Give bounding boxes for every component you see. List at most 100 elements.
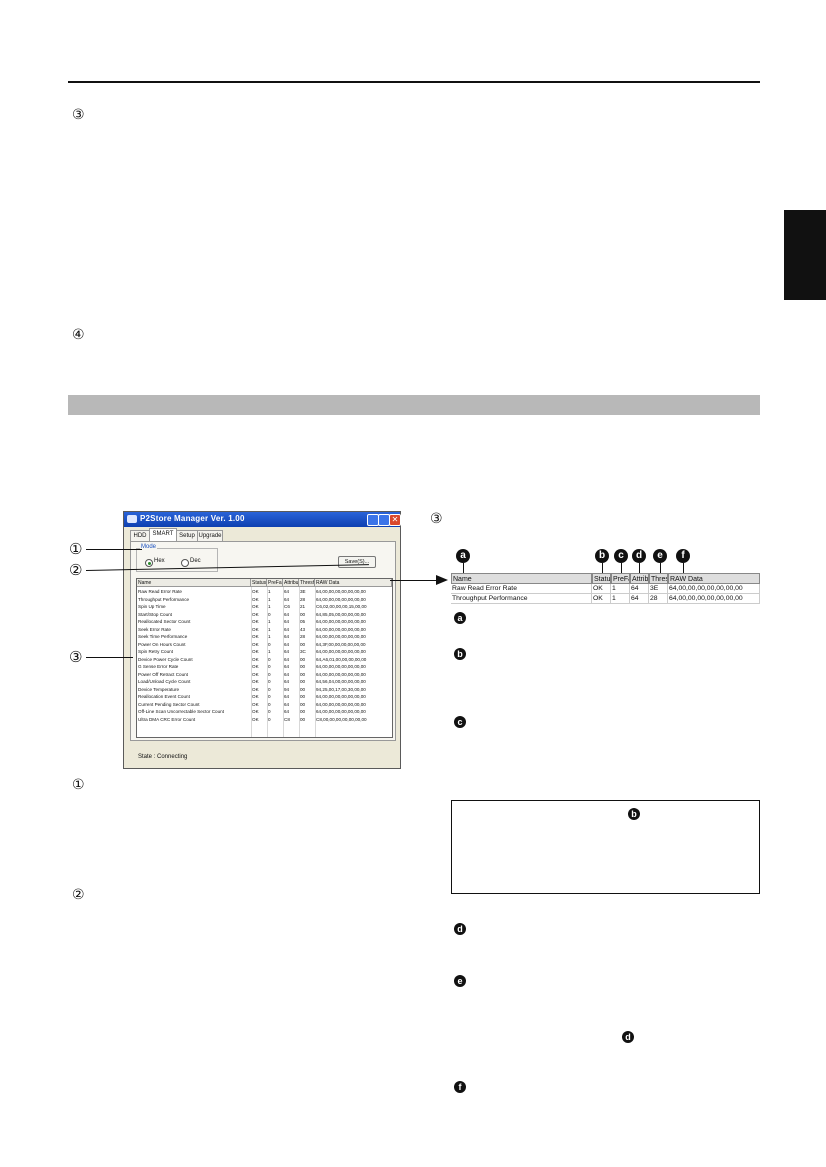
table-cell: 1 <box>268 604 271 609</box>
table-cell: OK <box>252 604 259 609</box>
table-cell: 05 <box>300 619 306 624</box>
table-cell: Off-Line Scan Uncorrectable Sector Count <box>138 709 224 714</box>
tab-upgrade[interactable]: Upgrade <box>197 530 223 541</box>
zoom-table-cell: 64 <box>630 584 649 593</box>
zoom-arrow-line <box>390 580 440 581</box>
tab-smart[interactable]: SMART <box>149 528 177 541</box>
label-e-icon: e <box>653 549 667 563</box>
p2store-manager-window: P2Store Manager Ver. 1.00 ✕ HDD SMART Se… <box>123 511 401 769</box>
table-cell: 64,00,00,00,00,00,00,00 <box>316 701 366 707</box>
table-cell: OK <box>252 649 259 654</box>
col-header-status[interactable]: Status <box>251 579 267 587</box>
table-cell: 64 <box>284 656 290 662</box>
save-button[interactable]: Save(S)... <box>338 556 376 568</box>
desc-bullet-a-icon: a <box>454 612 466 624</box>
table-cell: 64,56,04,00,00,00,00,00 <box>316 679 366 684</box>
section-marker-4: ④ <box>72 326 85 342</box>
table-cell: OK <box>252 679 259 684</box>
table-cell: 64,00,00,00,00,00,00,00 <box>316 626 366 632</box>
zoom-col-name: Name <box>451 573 592 584</box>
zoom-table-cell: OK <box>592 594 611 603</box>
table-cell: OK <box>252 709 259 714</box>
callout-3-line <box>86 657 133 658</box>
desc-bullet-f-icon: f <box>454 1081 466 1093</box>
title-bar: P2Store Manager Ver. 1.00 ✕ <box>124 512 401 527</box>
zoom-table-cell: Raw Read Error Rate <box>451 584 592 593</box>
hex-radio[interactable] <box>145 559 153 567</box>
label-a-leader <box>463 563 464 573</box>
tab-setup[interactable]: Setup <box>176 530 198 541</box>
label-e-leader <box>660 563 661 573</box>
table-cell: 64,00,00,00,00,00,00,00 <box>316 694 366 699</box>
table-cell: OK <box>252 589 259 594</box>
smart-attribute-list[interactable]: Name Status PreFa Attribu Thresh RAW Dat… <box>136 578 393 738</box>
table-cell: 64 <box>284 589 290 594</box>
top-rule <box>68 81 760 83</box>
note-bullet-b-icon: b <box>628 808 640 820</box>
app-logo-icon <box>127 515 137 523</box>
table-cell: C8 <box>284 716 290 722</box>
col-header-prefail[interactable]: PreFa <box>267 579 283 587</box>
table-cell: 1 <box>268 596 271 602</box>
table-cell: Current Pending Sector Count <box>138 701 200 707</box>
table-cell: 28 <box>300 634 306 639</box>
label-b-leader <box>602 563 603 573</box>
table-cell: 64 <box>284 626 290 632</box>
table-row[interactable]: Off-Line Scan Uncorrectable Sector Count… <box>137 708 392 716</box>
table-cell: Device Temperature <box>138 686 180 692</box>
table-cell: Device Power Cycle Count <box>138 656 193 662</box>
label-b-icon: b <box>595 549 609 563</box>
table-cell: Seek Time Performance <box>138 634 188 639</box>
dec-radio[interactable] <box>181 559 189 567</box>
table-cell: 0 <box>268 679 271 684</box>
table-cell: Spin Retry Count <box>138 649 173 654</box>
table-cell: 1 <box>268 589 271 594</box>
table-cell: 0 <box>268 664 271 669</box>
table-cell: 0 <box>268 671 271 677</box>
col-header-threshold[interactable]: Thresh <box>299 579 315 587</box>
zoom-col-prefail: PreFa <box>611 573 630 584</box>
desc-bullet-d-icon: d <box>454 923 466 935</box>
col-header-name[interactable]: Name <box>137 579 251 587</box>
callout-2: ② <box>69 562 83 579</box>
label-d-leader <box>639 563 640 573</box>
zoom-table-cell: 64,00,00,00,00,00,00,00 <box>668 584 760 593</box>
col-header-raw-data[interactable]: RAW Data <box>315 579 392 587</box>
tab-hdd[interactable]: HDD <box>130 530 150 541</box>
table-cell: 64,85,05,00,00,00,00,00 <box>316 611 366 617</box>
table-cell: OK <box>252 716 259 722</box>
zoomed-attribute-table: Name Status PreFa Attribu Thresh RAW Dat… <box>451 573 760 605</box>
table-cell: Reallocation Event Count <box>138 694 190 699</box>
close-button[interactable]: ✕ <box>389 514 401 526</box>
table-cell: 1 <box>268 626 271 632</box>
desc-bullet-e-icon: e <box>454 975 466 987</box>
table-cell: 0 <box>268 611 271 617</box>
table-cell: Seek Error Rate <box>138 626 171 632</box>
section-heading-bar <box>68 395 760 415</box>
table-cell: Throughput Performance <box>138 596 190 602</box>
table-cell: OK <box>252 641 259 647</box>
table-cell: C8,00,00,00,00,00,00,00 <box>316 716 367 722</box>
smart-panel: Mode Hex Dec Save(S)... Name Status PreF… <box>130 541 396 741</box>
table-cell: 00 <box>300 664 306 669</box>
label-f-leader <box>683 563 684 573</box>
col-header-attribute[interactable]: Attribu <box>283 579 299 587</box>
